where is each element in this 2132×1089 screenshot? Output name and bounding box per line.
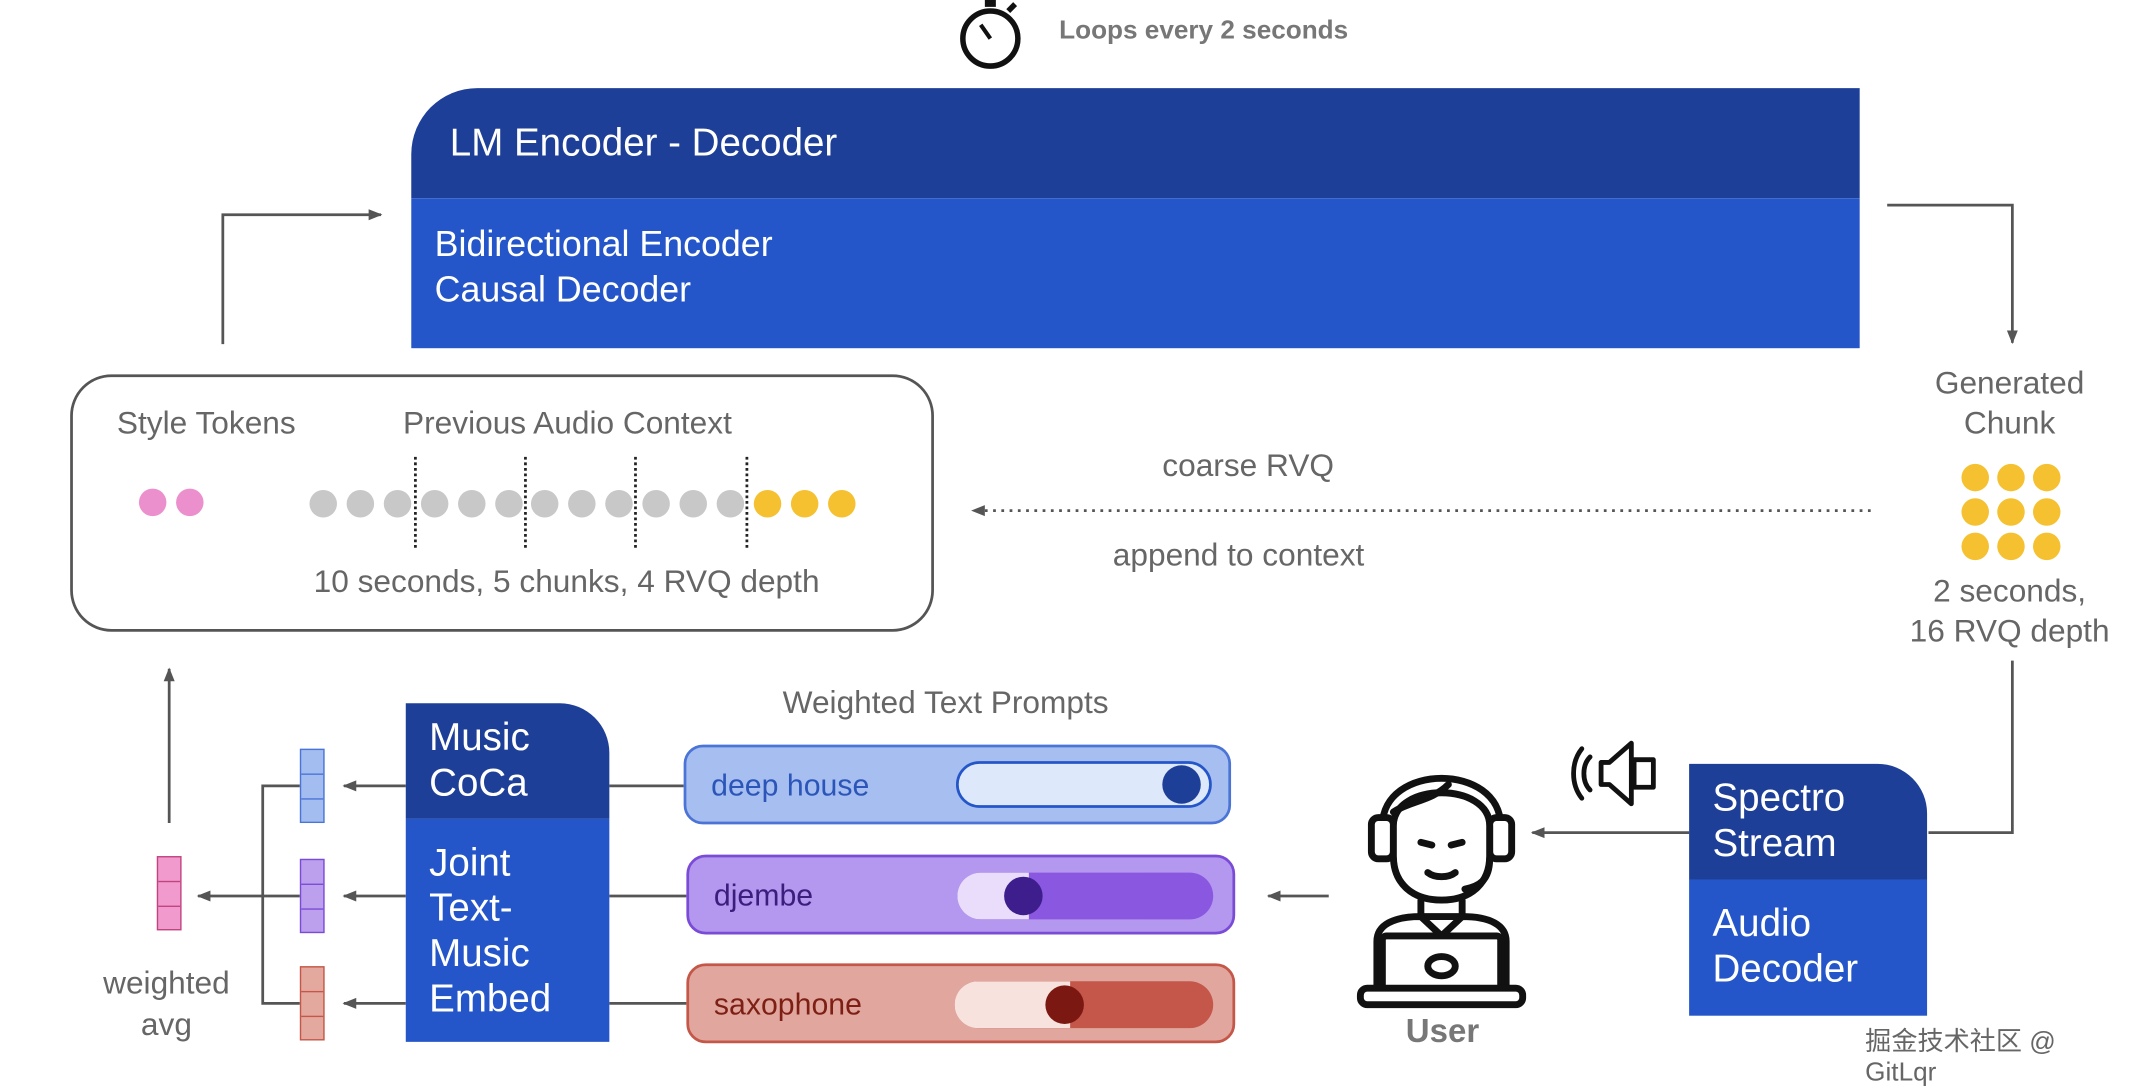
chunk-separator bbox=[414, 456, 417, 548]
chunk-separator bbox=[634, 456, 637, 548]
coca-subtitle: Joint Text- Music Embed bbox=[429, 840, 552, 1020]
speaker-icon bbox=[1571, 740, 1656, 807]
spectro-subtitle: Audio Decoder bbox=[1712, 901, 1859, 990]
append-context-label: append to context bbox=[1112, 536, 1365, 573]
coarse-rvq-label: coarse RVQ bbox=[1162, 447, 1335, 484]
spectrostream-block: Spectro Stream Audio Decoder bbox=[1689, 763, 1928, 1016]
weighted-avg-label: weighted avg bbox=[103, 964, 230, 1042]
context-token-dot bbox=[531, 489, 559, 518]
slider-track[interactable] bbox=[955, 761, 1212, 808]
style-token-dot bbox=[176, 488, 204, 517]
slider-knob[interactable] bbox=[1004, 876, 1043, 916]
context-box bbox=[70, 374, 934, 632]
music-coca-block: Music CoCa Joint Text- Music Embed bbox=[405, 703, 610, 1042]
previous-audio-label: Previous Audio Context bbox=[403, 404, 732, 441]
context-token-dot bbox=[383, 489, 411, 518]
chunk-token-dot bbox=[1961, 463, 1989, 492]
recent-token-dot bbox=[753, 489, 782, 518]
prompt-slider-deep-house: deep house bbox=[683, 744, 1232, 825]
lm-encoder-decoder-block: LM Encoder - Decoder Bidirectional Encod… bbox=[411, 88, 1860, 349]
context-token-dot bbox=[309, 489, 337, 518]
context-token-dot bbox=[605, 489, 633, 518]
prompt-slider-saxophone: saxophone bbox=[686, 963, 1236, 1044]
slider-knob[interactable] bbox=[1162, 765, 1201, 804]
loop-label: Loops every 2 seconds bbox=[1059, 16, 1349, 46]
chunk-token-dot bbox=[1961, 498, 1989, 526]
embedding-stack-blue bbox=[299, 748, 325, 824]
chunk-separator bbox=[745, 456, 749, 548]
lm-line-encoder: Bidirectional Encoder bbox=[434, 222, 773, 265]
arrow-lm-to-chunk bbox=[1887, 203, 2018, 345]
recent-token-dot bbox=[827, 489, 856, 518]
chunk-token-dot bbox=[2032, 532, 2061, 561]
context-token-dot bbox=[457, 489, 485, 518]
context-token-dot bbox=[568, 489, 596, 518]
prompt-label: djembe bbox=[713, 878, 814, 913]
prompt-label: saxophone bbox=[713, 986, 862, 1022]
context-token-dot bbox=[494, 489, 523, 518]
context-token-dot bbox=[420, 489, 448, 518]
embedding-stack-red bbox=[299, 966, 325, 1041]
prompt-slider-djembe: djembe bbox=[686, 854, 1236, 935]
arrow-chunk-to-spectro bbox=[1928, 660, 2014, 835]
context-caption: 10 seconds, 5 chunks, 4 RVQ depth bbox=[313, 562, 820, 599]
chunk-token-dot bbox=[2032, 463, 2061, 492]
lm-line-decoder: Causal Decoder bbox=[434, 268, 692, 310]
context-token-dot bbox=[679, 489, 708, 518]
chunk-token-dot bbox=[1997, 498, 2025, 526]
chunk-token-dot bbox=[1961, 532, 1989, 561]
chunk-token-dot bbox=[1997, 463, 2025, 492]
generated-chunk-caption: 2 seconds, 16 RVQ depth bbox=[1909, 572, 2110, 649]
recent-token-dot bbox=[790, 489, 818, 518]
context-token-dot bbox=[642, 489, 670, 518]
lm-title: LM Encoder - Decoder bbox=[449, 121, 838, 164]
spectro-title: Spectro Stream bbox=[1712, 776, 1846, 865]
chunk-token-dot bbox=[2032, 498, 2061, 526]
prompt-label: deep house bbox=[711, 767, 870, 803]
context-token-dot bbox=[716, 489, 744, 518]
watermark-text: 掘金技术社区 @ GitLqr bbox=[1865, 1028, 2056, 1088]
embedding-stack-weighted bbox=[156, 856, 182, 931]
coca-title: Music CoCa bbox=[429, 715, 530, 804]
chunk-token-dot bbox=[1997, 532, 2025, 561]
weighted-prompts-heading: Weighted Text Prompts bbox=[782, 684, 1109, 720]
style-tokens-label: Style Tokens bbox=[116, 404, 296, 441]
slider-track[interactable] bbox=[954, 981, 1214, 1029]
user-headphones-icon bbox=[1356, 774, 1527, 1009]
slider-knob[interactable] bbox=[1045, 985, 1084, 1024]
embedding-stack-purple bbox=[299, 858, 325, 934]
style-token-dot bbox=[138, 488, 167, 517]
stopwatch-icon bbox=[960, 0, 1021, 69]
arrow-context-to-lm bbox=[221, 209, 383, 345]
generated-chunk-title: Generated Chunk bbox=[1934, 364, 2085, 441]
slider-track[interactable] bbox=[957, 872, 1214, 920]
chunk-separator bbox=[524, 456, 527, 548]
user-label: User bbox=[1405, 1012, 1480, 1051]
context-token-dot bbox=[346, 489, 374, 518]
